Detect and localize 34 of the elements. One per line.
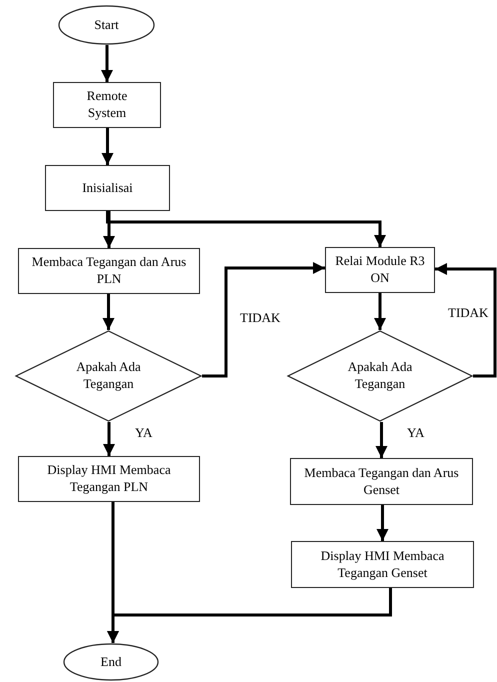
arrow: [202, 262, 325, 378]
arrow: [376, 505, 388, 541]
terminal-ellipse: [63, 643, 159, 681]
arrow: [101, 45, 113, 82]
step-text: Inisialisai: [81, 180, 134, 196]
decision-diamond: [15, 330, 202, 422]
process-box: [18, 456, 200, 502]
process-box: [18, 248, 200, 294]
step-text: Display HMI Membaca Tegangan PLN: [46, 462, 172, 496]
decision-diamond: [287, 330, 473, 422]
arrow: [102, 128, 114, 165]
arrow: [374, 293, 386, 330]
decision-text: Apakah Ada Tegangan: [75, 359, 142, 393]
process-box: [325, 247, 435, 293]
decision-text: Apakah Ada Tegangan: [346, 359, 414, 393]
process-box: [291, 541, 474, 588]
step-text: Start: [93, 16, 120, 34]
process-box: [290, 458, 473, 505]
step-text: Display HMI Membaca Tegangan Genset: [320, 548, 446, 582]
arrow: [102, 294, 114, 330]
process-box: [45, 165, 170, 211]
step-text: End: [100, 654, 122, 670]
arrow: [103, 211, 115, 248]
terminal-ellipse: [58, 5, 155, 45]
step-text: Membaca Tegangan dan Arus Genset: [303, 464, 460, 498]
arrow: [106, 211, 386, 247]
arrow: [435, 263, 496, 378]
process-box: [53, 82, 161, 128]
arrow: [103, 422, 115, 456]
arrow: [107, 588, 392, 643]
step-text: Relai Module R3 ON: [334, 253, 426, 287]
step-text: Membaca Tegangan dan Arus PLN: [30, 254, 188, 288]
step-text: Remote System: [86, 88, 128, 122]
arrow: [376, 422, 388, 458]
